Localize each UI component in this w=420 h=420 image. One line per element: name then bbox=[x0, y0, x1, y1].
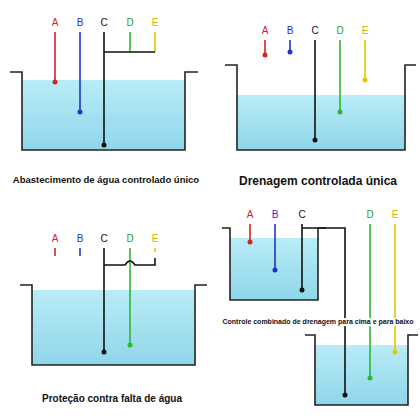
probe-letter: A bbox=[260, 25, 271, 36]
probe-c-lower bbox=[302, 228, 345, 395]
jumper bbox=[104, 258, 155, 265]
probe-letter: C bbox=[309, 25, 320, 36]
probe-letter: E bbox=[360, 25, 371, 36]
probe-e bbox=[154, 32, 156, 52]
probe-tip bbox=[343, 393, 348, 398]
probe-e bbox=[364, 40, 366, 80]
probe-e bbox=[394, 224, 396, 352]
panel-caption: Drenagem controlada única bbox=[237, 175, 399, 188]
probe-tip bbox=[102, 350, 107, 355]
probe-c bbox=[103, 248, 105, 352]
probe-tip bbox=[263, 53, 268, 58]
probe-letter: C bbox=[98, 17, 109, 28]
probe-letter: E bbox=[150, 17, 161, 28]
probe-letter: B bbox=[75, 233, 86, 244]
probe-letter: D bbox=[334, 25, 345, 36]
probe-c bbox=[314, 40, 316, 140]
tank-panel-4 bbox=[222, 224, 418, 405]
lower-tank bbox=[305, 335, 418, 405]
probe-tip bbox=[102, 143, 107, 148]
panel-caption: Abastecimento de água controlado único bbox=[11, 175, 201, 185]
probe-a bbox=[54, 32, 56, 82]
probe-d bbox=[129, 32, 131, 52]
probe-letter: A bbox=[245, 209, 256, 220]
probe-tip bbox=[273, 268, 278, 273]
probe-tip bbox=[78, 110, 83, 115]
probe-b bbox=[79, 248, 81, 256]
probe-letter: E bbox=[150, 233, 161, 244]
probe-tip bbox=[313, 138, 318, 143]
probe-b bbox=[79, 32, 81, 112]
probe-letter: A bbox=[50, 233, 61, 244]
probe-letter: C bbox=[98, 233, 109, 244]
upper-tank bbox=[222, 228, 326, 300]
probe-c bbox=[103, 32, 105, 145]
probe-d bbox=[129, 248, 131, 345]
tank-panel-3 bbox=[20, 248, 207, 365]
probe-letter: D bbox=[124, 17, 135, 28]
probe-letter: A bbox=[50, 17, 61, 28]
probe-c bbox=[301, 224, 303, 290]
probe-tip bbox=[53, 80, 58, 85]
probe-tip bbox=[393, 350, 398, 355]
tank-panel-2 bbox=[225, 40, 416, 150]
probe-letter: B bbox=[270, 209, 281, 220]
probe-d bbox=[339, 40, 341, 112]
probe-tip bbox=[338, 110, 343, 115]
probe-b bbox=[274, 224, 276, 270]
probe-d bbox=[369, 224, 371, 378]
probe-letter: D bbox=[124, 233, 135, 244]
panel-caption: Controle combinado de drenagem para cima… bbox=[221, 318, 416, 326]
jumper bbox=[104, 51, 155, 53]
water bbox=[230, 238, 318, 300]
water bbox=[32, 290, 195, 365]
panel-caption: Proteção contra falta de água bbox=[40, 393, 184, 404]
probe-tip bbox=[368, 376, 373, 381]
water bbox=[315, 345, 408, 405]
probe-letter: B bbox=[75, 17, 86, 28]
tank bbox=[225, 65, 416, 150]
probe-tip bbox=[363, 78, 368, 83]
probe-letter: D bbox=[364, 209, 375, 220]
probe-tip bbox=[288, 50, 293, 55]
water bbox=[237, 95, 405, 150]
probe-a bbox=[54, 248, 56, 256]
probe-letter: E bbox=[390, 209, 401, 220]
tank-panel-1 bbox=[10, 32, 198, 150]
probe-tip bbox=[248, 240, 253, 245]
tank bbox=[20, 285, 207, 365]
probe-letter: B bbox=[285, 25, 296, 36]
probe-letter: C bbox=[296, 209, 307, 220]
probe-tip bbox=[300, 288, 305, 293]
probe-tip bbox=[128, 343, 133, 348]
probe-a bbox=[249, 224, 251, 242]
probe-e bbox=[154, 248, 156, 252]
